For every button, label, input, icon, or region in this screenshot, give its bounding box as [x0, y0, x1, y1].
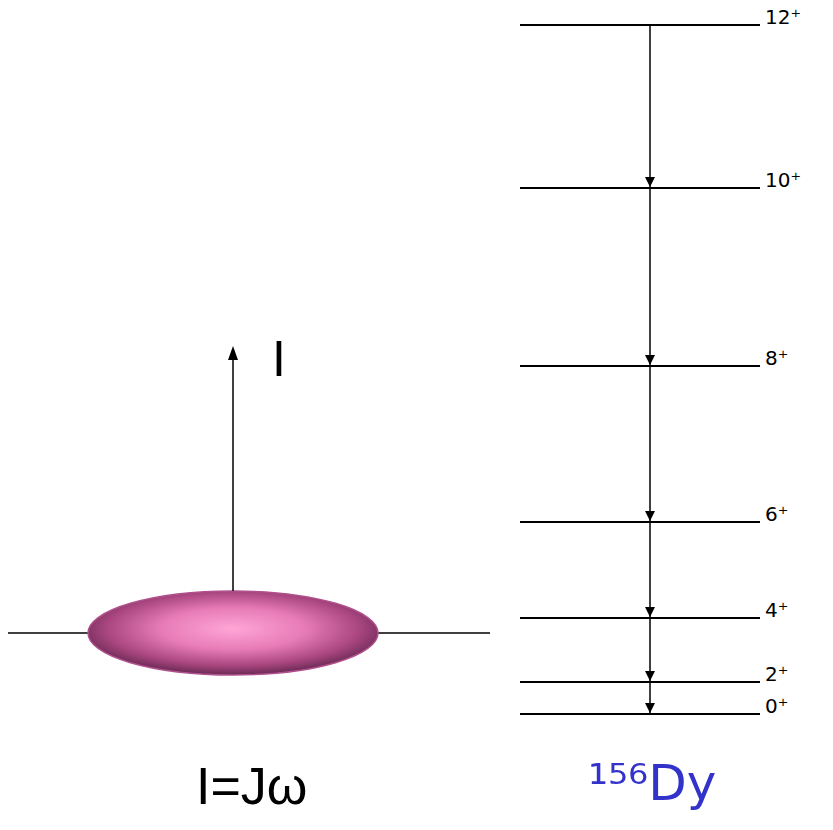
nucleus-ellipse: [88, 591, 378, 675]
formula-label: I=Jω: [196, 760, 307, 812]
spin-parity-label: 8⁺: [765, 348, 788, 368]
gamma-transition: [649, 619, 651, 681]
energy-level: 12⁺: [520, 24, 760, 26]
gamma-transition: [649, 683, 651, 713]
spin-parity-label: 6⁺: [765, 504, 788, 524]
gamma-transition: [649, 367, 651, 521]
spin-parity-label: 2⁺: [765, 664, 788, 684]
energy-level: 8⁺: [520, 365, 760, 367]
spin-parity-label: 4⁺: [765, 600, 788, 620]
energy-level: 0⁺: [520, 713, 760, 715]
spin-arrowhead: [228, 346, 238, 360]
energy-level: 4⁺: [520, 617, 760, 619]
energy-level: 6⁺: [520, 521, 760, 523]
energy-level: 10⁺: [520, 187, 760, 189]
energy-level: 2⁺: [520, 681, 760, 683]
gamma-transition: [649, 523, 651, 617]
spin-vector: [232, 358, 234, 591]
spin-parity-label: 10⁺: [765, 170, 801, 190]
angular-momentum-label: I: [272, 334, 286, 384]
gamma-transition: [649, 189, 651, 365]
spin-parity-label: 0⁺: [765, 696, 788, 716]
nucleus-name: ¹⁵⁶Dy: [588, 758, 716, 808]
spin-parity-label: 12⁺: [765, 7, 801, 27]
gamma-transition: [649, 26, 651, 187]
